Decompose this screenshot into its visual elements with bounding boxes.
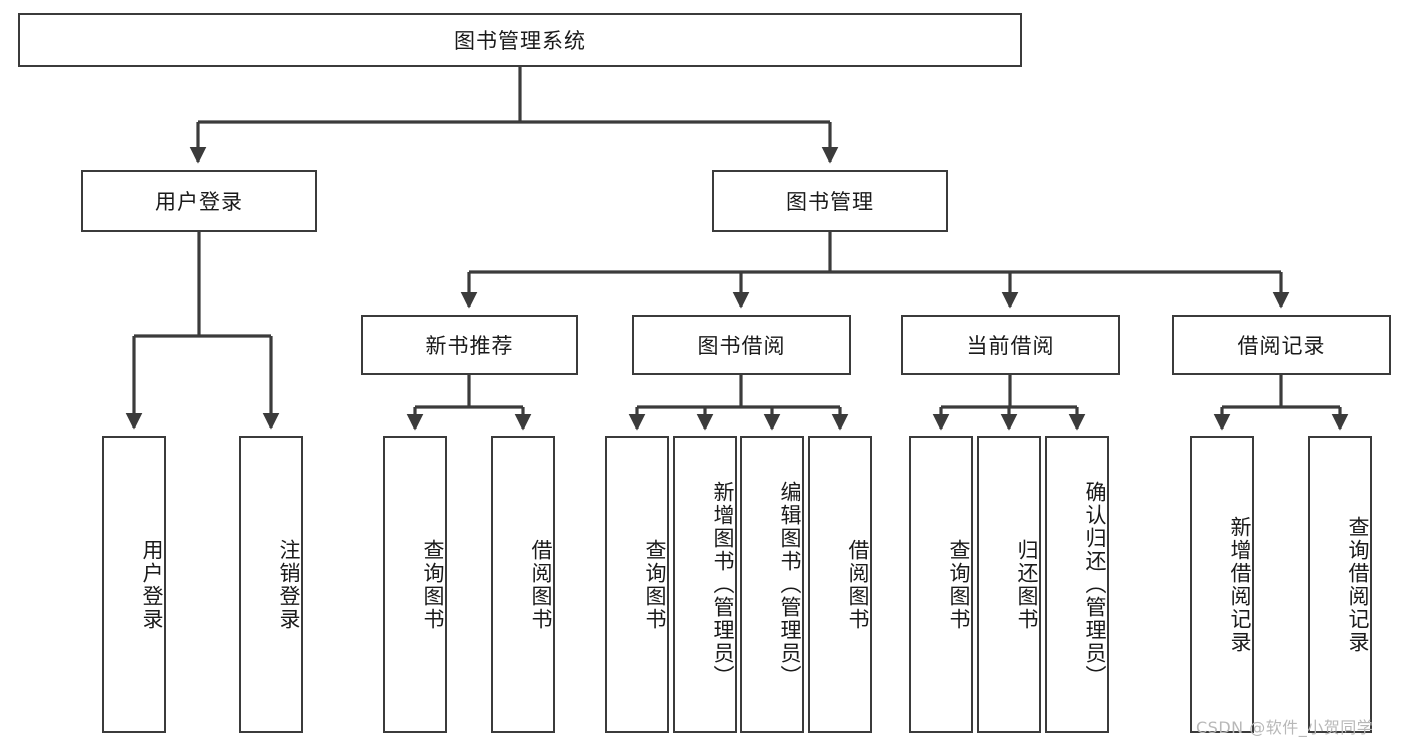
leaf-confirm-return[interactable]: 确认归还（管理员） xyxy=(1045,436,1109,733)
leaf-query-book-2[interactable]: 查询图书 xyxy=(605,436,669,733)
leaf-return-book[interactable]: 归还图书 xyxy=(977,436,1041,733)
leaf-borrow-book-1[interactable]: 借阅图书 xyxy=(491,436,555,733)
leaf-add-book[interactable]: 新增图书（管理员） xyxy=(673,436,737,733)
node-borrow-record[interactable]: 借阅记录 xyxy=(1172,315,1391,375)
leaf-query-book-3[interactable]: 查询图书 xyxy=(909,436,973,733)
leaf-borrow-book-2[interactable]: 借阅图书 xyxy=(808,436,872,733)
node-user-login[interactable]: 用户登录 xyxy=(81,170,317,232)
csdn-watermark: CSDN @软件_小贺同学 xyxy=(1196,718,1374,737)
leaf-add-record[interactable]: 新增借阅记录 xyxy=(1190,436,1254,733)
leaf-user-logout[interactable]: 注销登录 xyxy=(239,436,303,733)
node-book-borrow[interactable]: 图书借阅 xyxy=(632,315,851,375)
node-current-borrow[interactable]: 当前借阅 xyxy=(901,315,1120,375)
leaf-query-record[interactable]: 查询借阅记录 xyxy=(1308,436,1372,733)
leaf-user-login[interactable]: 用户登录 xyxy=(102,436,166,733)
node-root[interactable]: 图书管理系统 xyxy=(18,13,1022,67)
leaf-query-book-1[interactable]: 查询图书 xyxy=(383,436,447,733)
node-new-book-recommend[interactable]: 新书推荐 xyxy=(361,315,578,375)
leaf-edit-book[interactable]: 编辑图书（管理员） xyxy=(740,436,804,733)
node-book-manage[interactable]: 图书管理 xyxy=(712,170,948,232)
